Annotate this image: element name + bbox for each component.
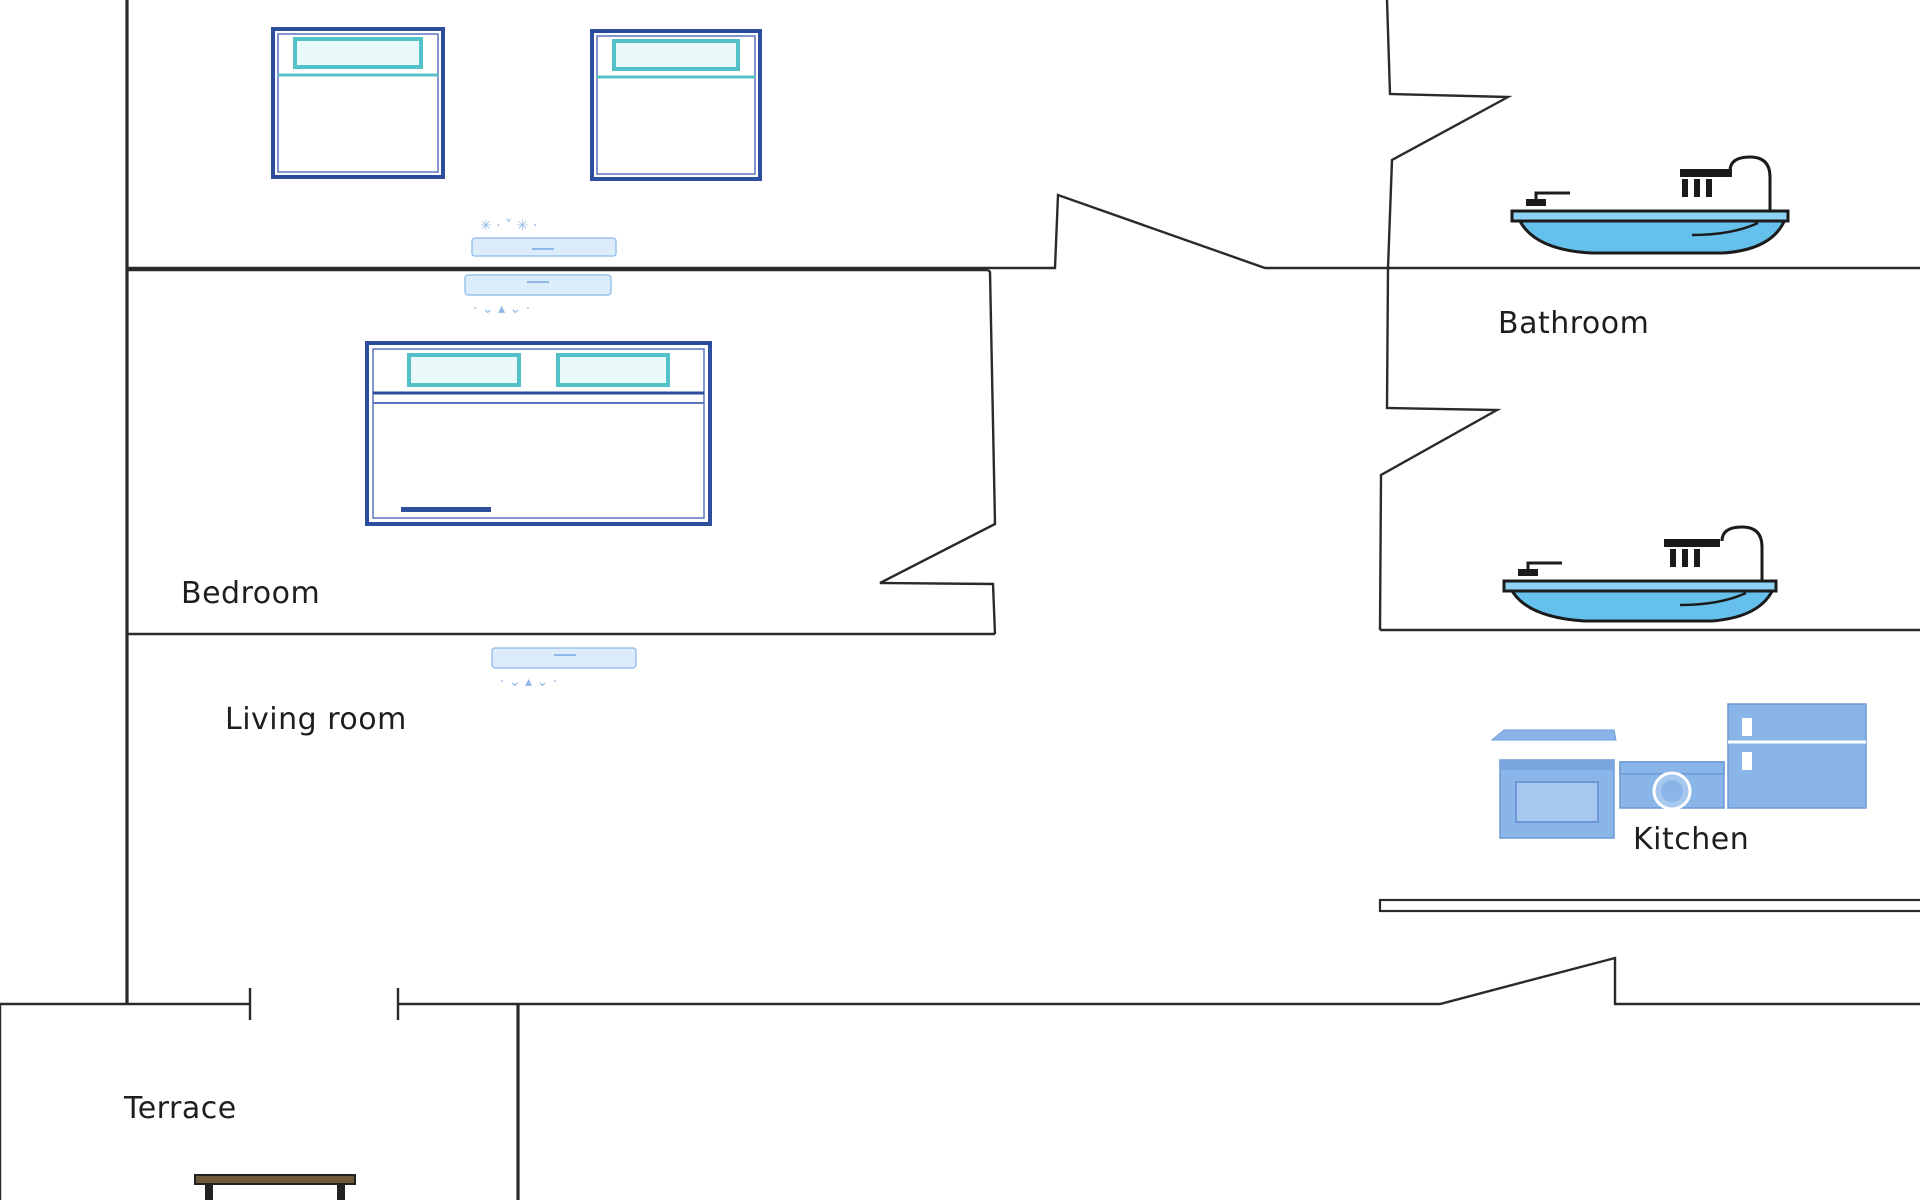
air-conditioner-icon: · ⌄ ▴ ⌄ ·	[464, 274, 612, 317]
room-label-living-room: Living room	[225, 702, 407, 737]
washing-machine-icon	[1619, 761, 1725, 811]
room-label-terrace: Terrace	[123, 1091, 237, 1126]
wall-living-bottom-right	[398, 956, 1920, 1006]
wall-bathroom-lower-left	[1378, 267, 1502, 631]
wall-top-room-bottom	[127, 193, 1388, 270]
air-conditioner-icon: · ⌄ ▴ ⌄ ·	[491, 647, 637, 690]
wall-kitchen-counter	[1378, 898, 1920, 913]
room-label-kitchen: Kitchen	[1633, 822, 1749, 857]
wall-bathroom-upper-left	[1385, 0, 1513, 269]
single-bed-icon	[590, 29, 762, 181]
bathtub-icon	[1502, 525, 1778, 623]
room-label-bathroom: Bathroom	[1498, 306, 1649, 341]
table-icon	[194, 1174, 356, 1200]
double-bed-icon	[365, 341, 712, 526]
svg-text:· ⌄ ▴ ⌄ ·: · ⌄ ▴ ⌄ ·	[473, 301, 530, 317]
refrigerator-icon	[1727, 703, 1867, 809]
air-conditioner-icon: ✳ · ˅ ✳ ·	[471, 218, 617, 257]
wall-bedroom-right	[879, 269, 997, 635]
svg-text:· ⌄ ▴ ⌄ ·: · ⌄ ▴ ⌄ ·	[500, 674, 557, 690]
svg-text:✳ · ˅ ✳ ·: ✳ · ˅ ✳ ·	[480, 218, 537, 234]
stove-icon	[1490, 729, 1617, 839]
room-label-bedroom: Bedroom	[181, 576, 320, 611]
bathtub-icon	[1510, 155, 1790, 255]
single-bed-icon	[271, 27, 445, 179]
